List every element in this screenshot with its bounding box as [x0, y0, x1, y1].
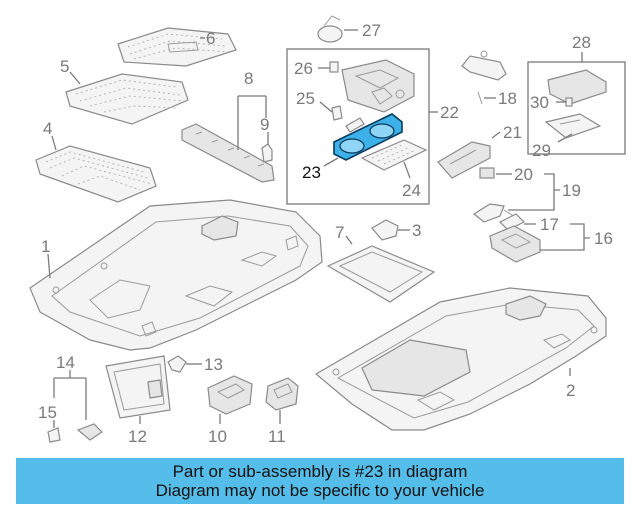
callout-12: 12 — [128, 427, 147, 446]
part-26-clip — [329, 61, 339, 73]
part-4-pad — [35, 145, 157, 203]
part-14-hook — [76, 423, 103, 441]
part-20-connector — [479, 167, 495, 179]
part-18-handle — [461, 50, 507, 105]
part-17-lens — [498, 213, 526, 231]
part-22-small-lens — [345, 117, 365, 133]
callout-30: 30 — [530, 93, 549, 112]
callout-23: 23 — [302, 163, 321, 182]
callout-28: 28 — [572, 33, 591, 52]
banner-line-1: Part or sub-assembly is #23 in diagram — [172, 462, 468, 481]
part-3-clip — [371, 219, 399, 241]
callout-25: 25 — [296, 89, 315, 108]
callout-22: 22 — [440, 103, 459, 122]
part-22-console — [341, 59, 415, 113]
leader-1 — [47, 253, 51, 279]
callout-27: 27 — [362, 21, 381, 40]
callout-2: 2 — [566, 381, 575, 400]
leader-8 — [237, 95, 267, 150]
callout-1: 1 — [41, 237, 50, 256]
callout-21: 21 — [503, 123, 522, 142]
callout-18: 18 — [498, 89, 517, 108]
part-16-lamp — [489, 225, 541, 263]
part-21-bracket — [437, 141, 491, 179]
info-banner: Part or sub-assembly is #23 in diagram D… — [16, 458, 624, 504]
part-30-clip — [565, 97, 573, 107]
leader-7 — [345, 235, 353, 245]
callout-5: 5 — [60, 57, 69, 76]
part-2-headliner — [314, 287, 607, 431]
callout-13: 13 — [204, 355, 223, 374]
part-28-lamp — [547, 69, 607, 105]
leader-5 — [69, 71, 81, 85]
callout-6: 6 — [206, 29, 215, 48]
callout-3: 3 — [412, 221, 421, 240]
callout-10: 10 — [208, 427, 227, 446]
leader-21 — [491, 131, 501, 139]
part-8-rail — [181, 123, 275, 183]
leader-29 — [557, 133, 573, 143]
callout-29: 29 — [532, 141, 551, 160]
part-15-screw — [47, 427, 61, 443]
callout-9: 9 — [260, 115, 269, 134]
part-27-lamp — [317, 15, 343, 43]
part-5-pad — [65, 73, 189, 125]
callout-17: 17 — [540, 215, 559, 234]
leader-19 — [508, 173, 560, 211]
callout-26: 26 — [294, 59, 313, 78]
callout-8: 8 — [244, 69, 253, 88]
callout-24: 24 — [402, 181, 421, 200]
part-24-grille — [360, 139, 428, 171]
box-28 — [527, 61, 626, 155]
part-7-frame — [326, 245, 436, 303]
part-10-bracket — [207, 375, 253, 415]
part-11-switch — [265, 377, 299, 411]
callout-14: 14 — [56, 353, 75, 372]
callout-19: 19 — [562, 181, 581, 200]
leader-23 — [323, 157, 339, 167]
callout-7: 7 — [335, 223, 344, 242]
leader-24 — [403, 161, 411, 179]
callout-11: 11 — [268, 427, 286, 446]
box-22 — [286, 48, 430, 205]
leader-16 — [540, 223, 590, 251]
parts-diagram: 6 5 4 8 9 1 27 — [29, 15, 626, 446]
callout-16: 16 — [594, 229, 613, 248]
part-1-headliner — [29, 199, 323, 351]
part-12-visor — [105, 355, 171, 419]
part-29-lens — [544, 113, 602, 139]
callout-20: 20 — [514, 165, 533, 184]
leader-4 — [51, 135, 57, 151]
part-9-clip — [261, 143, 273, 163]
leader-25 — [319, 101, 333, 113]
part-23-lens-highlighted — [333, 113, 403, 161]
banner-line-2: Diagram may not be specific to your vehi… — [155, 481, 485, 500]
callout-15: 15 — [38, 403, 57, 422]
part-6-pad — [117, 27, 237, 67]
leader-14 — [53, 370, 87, 420]
part-13-clip — [167, 355, 187, 373]
callout-4: 4 — [43, 119, 52, 138]
part-25-bulb — [331, 105, 343, 121]
